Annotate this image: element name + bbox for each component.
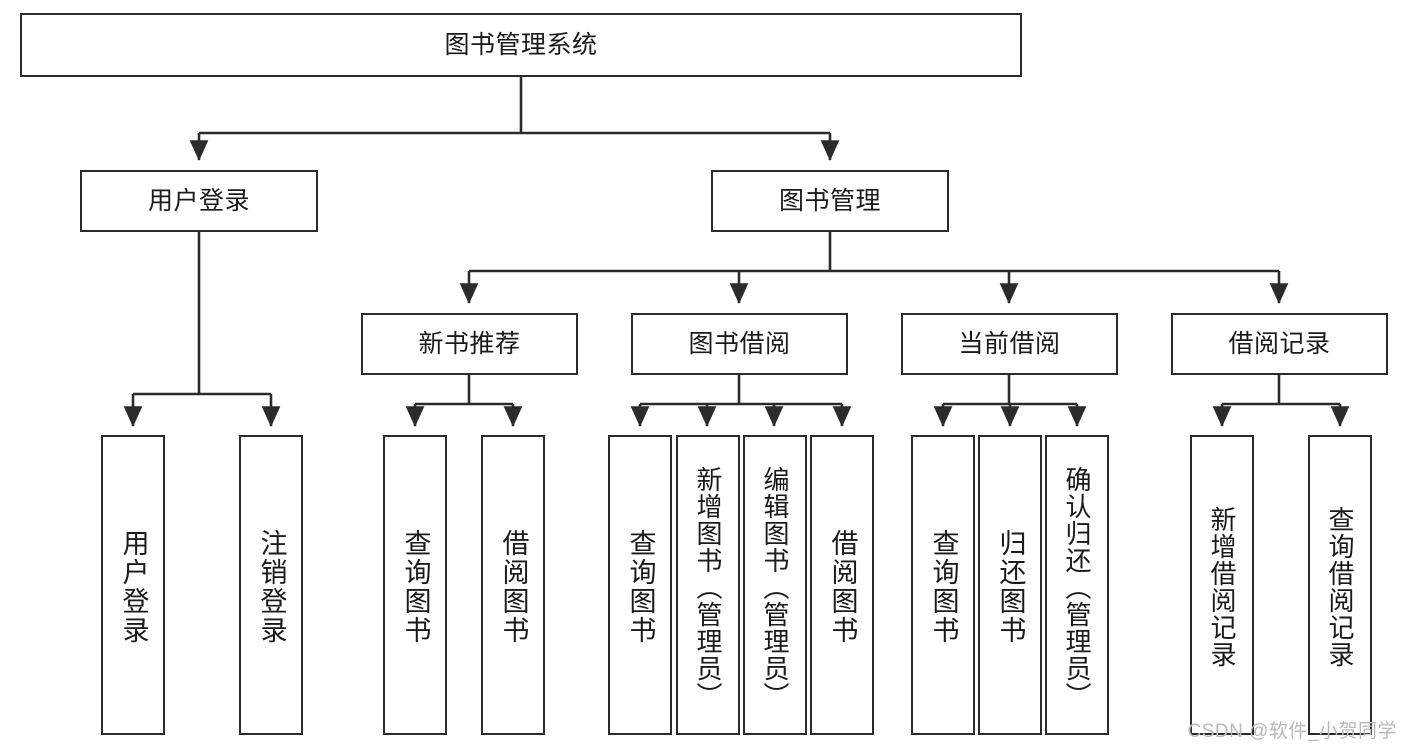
node-book-management-label: 图书管理 xyxy=(778,187,881,215)
leaf-borrow-borrow-book-label: 借阅图书 xyxy=(827,529,858,645)
leaf-record-query-record[interactable]: 查询借阅记录 xyxy=(1308,435,1372,735)
node-current-borrow[interactable]: 当前借阅 xyxy=(901,313,1118,375)
leaf-current-return-book[interactable]: 归还图书 xyxy=(978,435,1042,735)
node-book-borrow[interactable]: 图书借阅 xyxy=(631,313,848,375)
leaf-user-login-logout-label: 注销登录 xyxy=(256,529,287,645)
leaf-current-query-book[interactable]: 查询图书 xyxy=(911,435,975,735)
leaf-borrow-add-book-label: 新增图书（管理员） xyxy=(693,465,723,709)
node-new-book-recommend[interactable]: 新书推荐 xyxy=(361,313,578,375)
leaf-user-login-logout[interactable]: 注销登录 xyxy=(239,435,303,735)
node-book-management[interactable]: 图书管理 xyxy=(711,170,949,232)
leaf-user-login-login-label: 用户登录 xyxy=(118,529,149,645)
leaf-borrow-borrow-book[interactable]: 借阅图书 xyxy=(810,435,874,735)
leaf-current-confirm-return[interactable]: 确认归还（管理员） xyxy=(1045,435,1109,735)
node-book-borrow-label: 图书借阅 xyxy=(688,330,791,358)
leaf-borrow-query-book[interactable]: 查询图书 xyxy=(608,435,672,735)
node-borrow-record[interactable]: 借阅记录 xyxy=(1171,313,1388,375)
node-borrow-record-label: 借阅记录 xyxy=(1228,330,1331,358)
leaf-recommend-query-book-label: 查询图书 xyxy=(400,529,431,645)
leaf-recommend-borrow-book-label: 借阅图书 xyxy=(498,529,529,645)
leaf-recommend-borrow-book[interactable]: 借阅图书 xyxy=(481,435,545,735)
node-new-book-recommend-label: 新书推荐 xyxy=(418,330,521,358)
leaf-user-login-login[interactable]: 用户登录 xyxy=(101,435,165,735)
csdn-watermark: CSDN @软件_小贺同学 xyxy=(1187,721,1397,742)
node-user-login-label: 用户登录 xyxy=(147,187,250,215)
leaf-recommend-query-book[interactable]: 查询图书 xyxy=(383,435,447,735)
node-root-label: 图书管理系统 xyxy=(444,31,598,59)
leaf-borrow-edit-book-label: 编辑图书（管理员） xyxy=(760,465,790,709)
leaf-borrow-query-book-label: 查询图书 xyxy=(625,529,656,645)
node-user-login[interactable]: 用户登录 xyxy=(80,170,318,232)
leaf-current-confirm-return-label: 确认归还（管理员） xyxy=(1062,465,1092,709)
node-current-borrow-label: 当前借阅 xyxy=(958,330,1061,358)
leaf-record-query-record-label: 查询借阅记录 xyxy=(1325,506,1355,668)
leaf-borrow-add-book[interactable]: 新增图书（管理员） xyxy=(676,435,740,735)
node-root[interactable]: 图书管理系统 xyxy=(20,13,1022,77)
leaf-record-add-record-label: 新增借阅记录 xyxy=(1207,506,1237,668)
leaf-current-return-book-label: 归还图书 xyxy=(995,529,1026,645)
leaf-borrow-edit-book[interactable]: 编辑图书（管理员） xyxy=(743,435,807,735)
leaf-record-add-record[interactable]: 新增借阅记录 xyxy=(1190,435,1254,735)
leaf-current-query-book-label: 查询图书 xyxy=(928,529,959,645)
